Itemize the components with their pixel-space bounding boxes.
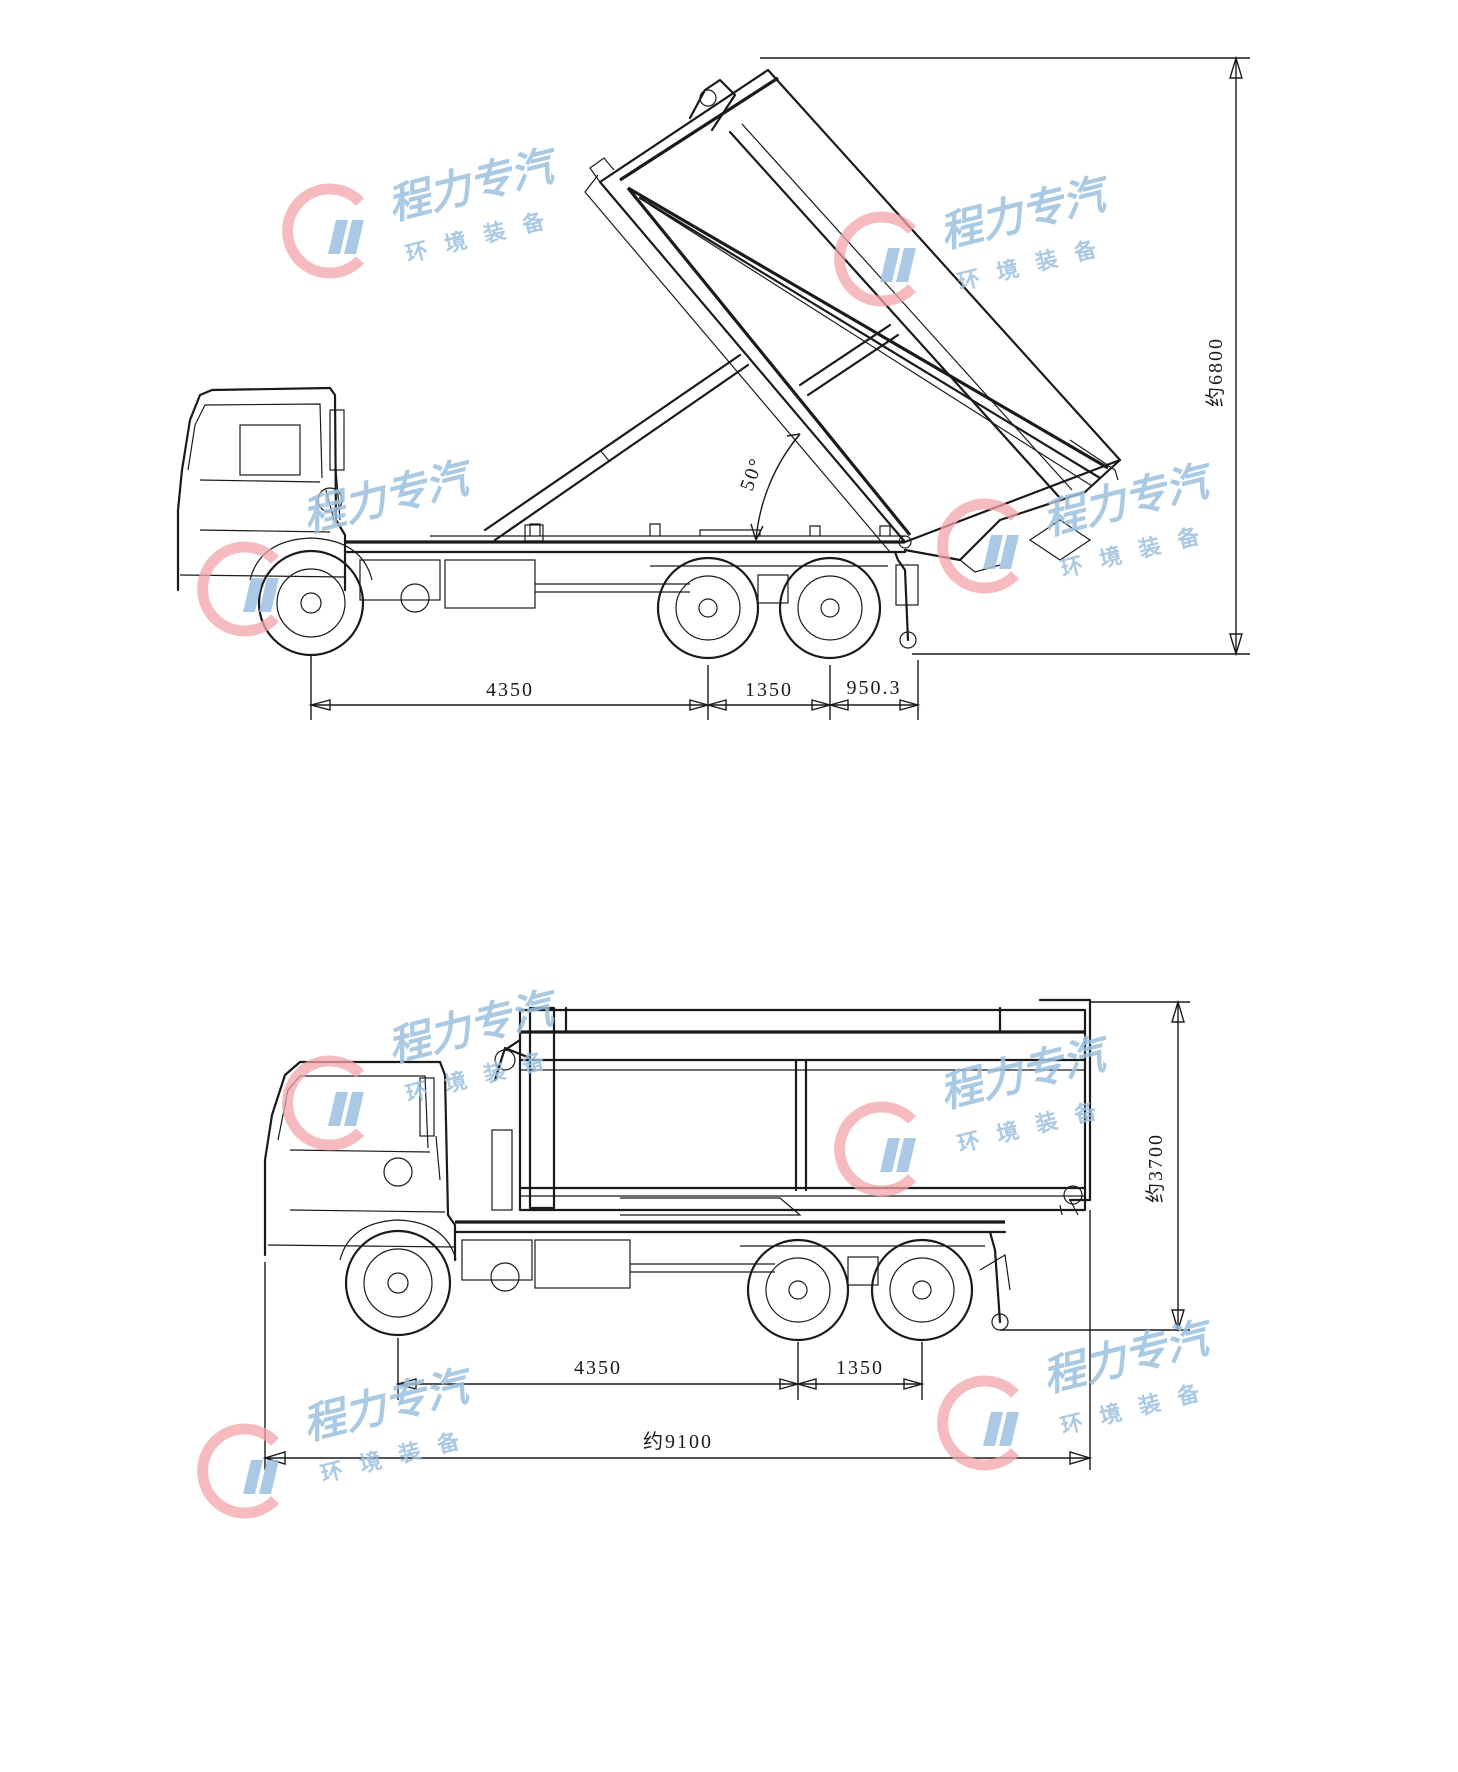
cl-logo-icon: [282, 1055, 364, 1151]
length-dimensions-lowered: 4350 1350 约9100: [262, 1210, 1093, 1470]
watermark-1: 程力专汽 环境装备: [282, 140, 565, 279]
cl-logo-icon: [834, 211, 916, 307]
dim-label-1350-lowered: 1350: [836, 1357, 884, 1379]
dim-label-4350-lowered: 4350: [574, 1357, 622, 1379]
cl-logo-icon: [834, 1101, 916, 1197]
overall-length-label: 约9100: [643, 1430, 713, 1453]
cl-logo-icon: [937, 498, 1019, 594]
raised-view: 50° 约6800 4350 1350 950.3: [176, 55, 1250, 720]
watermark-2: 程力专汽 环境装备: [834, 168, 1117, 307]
hydraulic-ram-raised: [483, 353, 750, 542]
lowered-container: [491, 998, 1092, 1216]
watermark-7: 程力专汽 环境装备: [197, 1360, 480, 1519]
cl-logo-icon: [197, 1423, 279, 1519]
height-label-lowered: 约3700: [1144, 1133, 1167, 1203]
dim-label-4350-raised: 4350: [486, 679, 534, 701]
watermark-8: 程力专汽 环境装备: [937, 1312, 1220, 1471]
dim-label-950-raised: 950.3: [847, 677, 902, 699]
watermark-6: 程力专汽 环境装备: [834, 1028, 1117, 1197]
rear-wheels-lowered: [740, 1238, 985, 1342]
chassis-raised: [343, 523, 907, 613]
angle-label: 50°: [736, 454, 768, 493]
cl-logo-icon: [937, 1375, 1019, 1471]
length-dimensions-raised: 4350 1350 950.3: [308, 655, 921, 720]
watermark-5: 程力专汽 环境装备: [282, 982, 565, 1151]
front-wheel-lowered: [339, 1219, 457, 1337]
chassis-lowered: [453, 1220, 1007, 1292]
cl-logo-icon: [197, 541, 279, 637]
rear-wheels-raised: [650, 556, 888, 660]
rear-bumper-lowered: [979, 1230, 1011, 1331]
height-label-raised: 约6800: [1204, 337, 1227, 407]
tipped-container: [584, 68, 1122, 573]
rear-hinge-raised: [893, 535, 919, 649]
lowered-view: 约3700 4350 1350 约9100: [262, 998, 1190, 1470]
watermark-brand: 程力专汽: [298, 452, 480, 542]
height-dimension-raised: 约6800: [760, 55, 1250, 657]
tip-angle-arc: 50°: [736, 433, 801, 541]
dim-label-1350-raised: 1350: [745, 679, 793, 701]
height-dimension-lowered: 约3700: [1000, 999, 1190, 1333]
cl-logo-icon: [282, 183, 364, 279]
